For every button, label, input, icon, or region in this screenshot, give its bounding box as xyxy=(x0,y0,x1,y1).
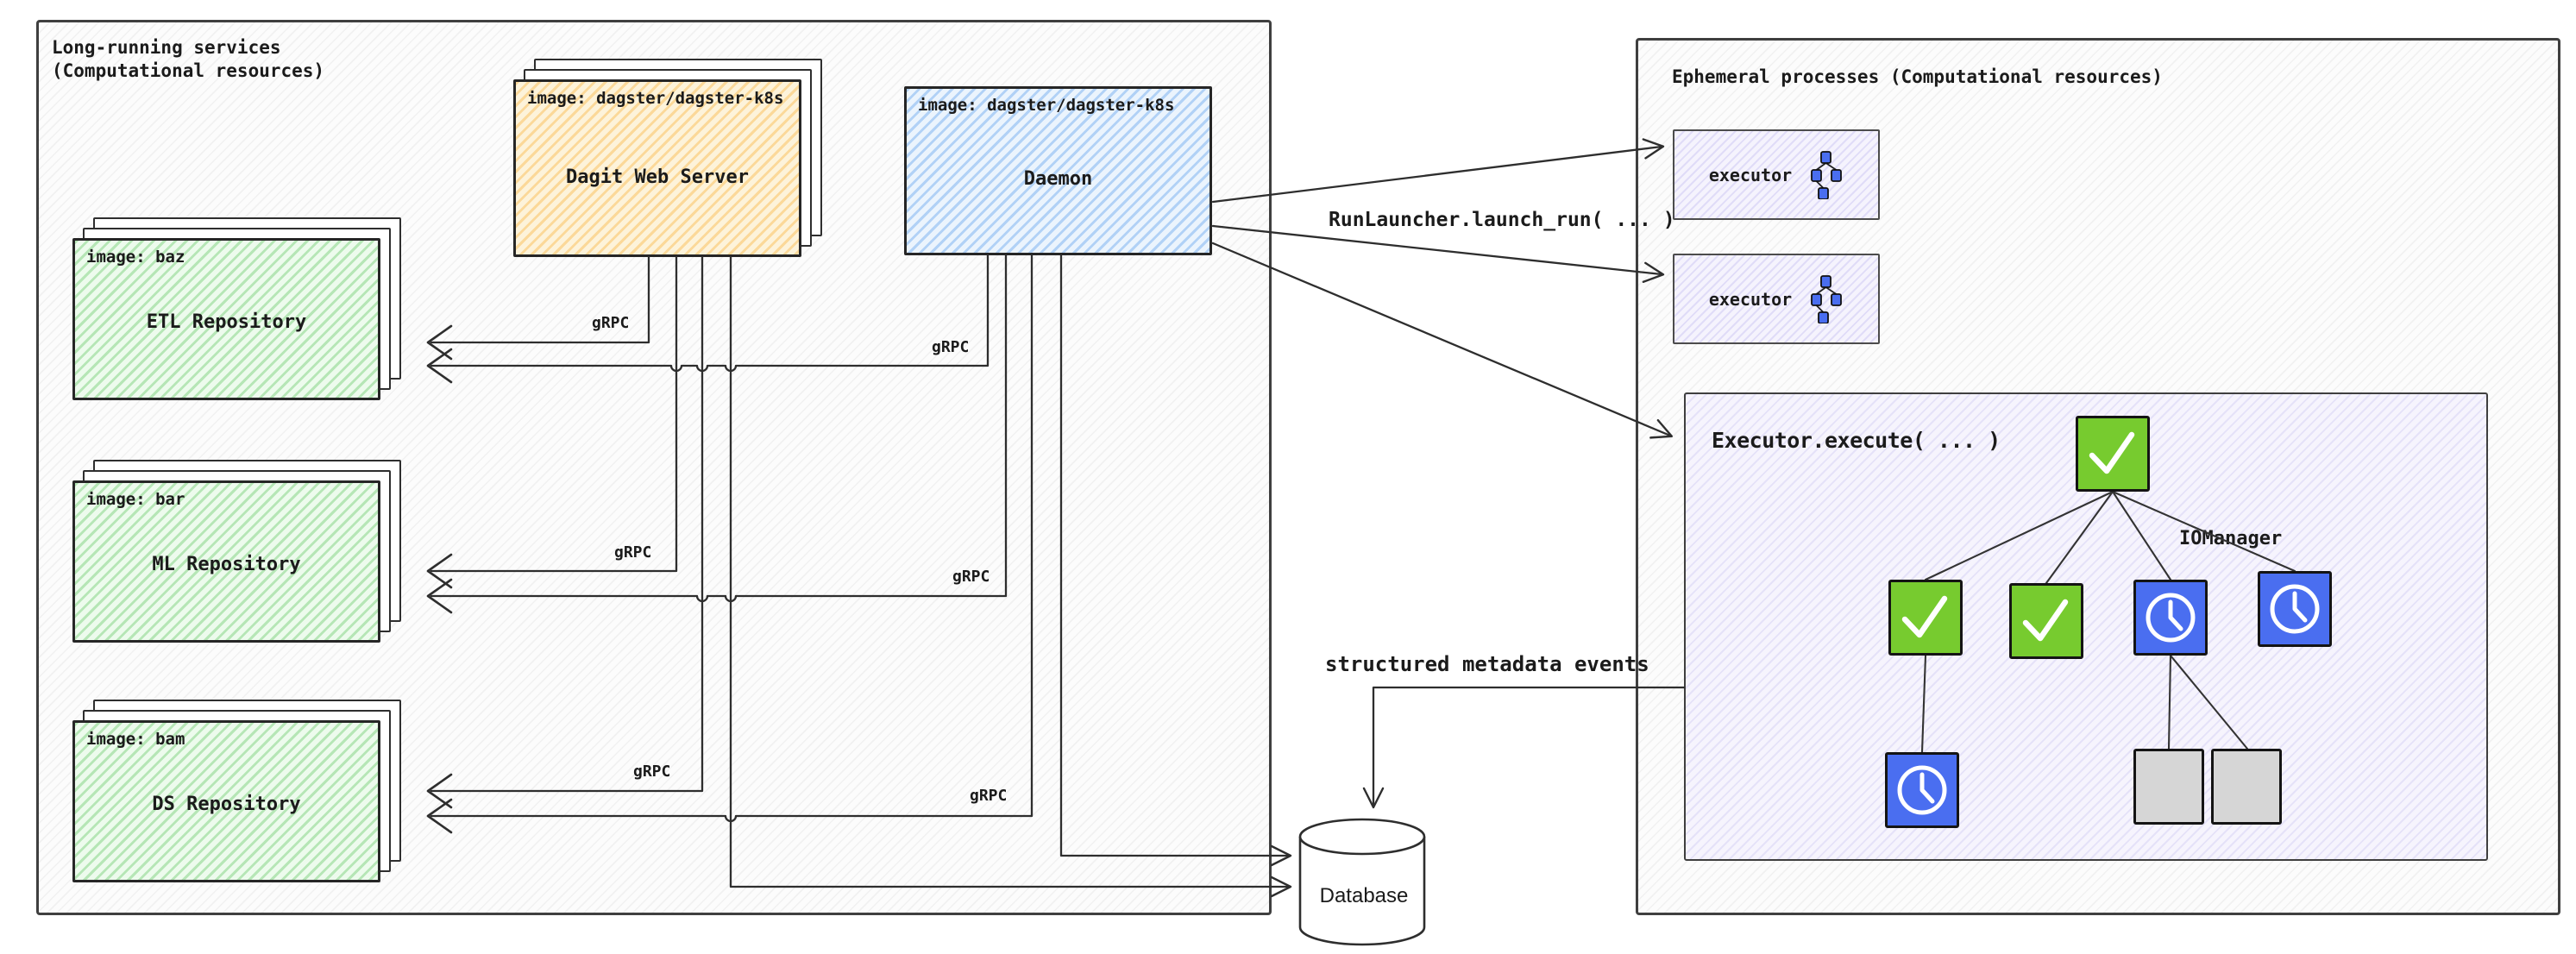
left-panel-title: Long-running services (Computational res… xyxy=(52,37,325,81)
step-node-waiting xyxy=(2133,580,2208,656)
ds-repository-box: image: bam DS Repository xyxy=(72,720,380,882)
grpc-wire-daemon-ml xyxy=(426,254,1008,614)
grpc-label: gRPC xyxy=(633,763,671,781)
ds-label: DS Repository xyxy=(152,794,301,815)
grpc-wire-dagit-ds xyxy=(426,255,704,809)
step-node-waiting xyxy=(1885,752,1959,828)
grpc-label: gRPC xyxy=(970,787,1008,805)
daemon-label: Daemon xyxy=(1023,168,1093,190)
step-node-waiting xyxy=(2258,571,2332,647)
tree-edge xyxy=(2167,654,2172,750)
clock-icon xyxy=(1897,765,1947,815)
ml-label: ML Repository xyxy=(152,554,301,575)
grpc-wire-daemon-etl xyxy=(426,254,990,384)
check-icon xyxy=(2022,599,2069,642)
etl-repository-box: image: baz ETL Repository xyxy=(72,238,380,400)
daemon-image-header: image: dagster/dagster-k8s xyxy=(918,96,1175,115)
step-node-success xyxy=(2009,583,2083,659)
check-icon xyxy=(1901,595,1948,638)
executor-execute-title: Executor.execute( ... ) xyxy=(1712,428,2001,453)
db-wire-dagit xyxy=(729,255,1292,898)
tree-edge xyxy=(1924,490,2114,581)
grpc-label: gRPC xyxy=(932,338,970,356)
iomanager-label: IOManager xyxy=(2179,528,2283,549)
clock-icon xyxy=(2146,593,2196,643)
launch-run-arrow-1 xyxy=(1211,138,1665,204)
metadata-events-wire xyxy=(1362,686,1686,809)
step-node-pending xyxy=(2133,749,2204,825)
grpc-label: gRPC xyxy=(952,568,990,586)
daemon-box: image: dagster/dagster-k8s Daemon xyxy=(904,86,1212,255)
tree-edge xyxy=(2111,490,2172,581)
executor-2-label: executor xyxy=(1708,288,1793,310)
ml-image-header: image: bar xyxy=(86,490,185,509)
tree-edge xyxy=(2111,490,2296,573)
grpc-wire-dagit-ml xyxy=(426,255,678,589)
tree-edge xyxy=(2169,654,2249,750)
tree-edge xyxy=(1920,654,1927,754)
check-icon xyxy=(2089,431,2135,474)
launch-run-arrow-2 xyxy=(1211,224,1665,283)
executor-1-label: executor xyxy=(1708,164,1793,185)
database-cylinder xyxy=(1298,818,1426,946)
dagit-image-header: image: dagster/dagster-k8s xyxy=(527,89,784,108)
metadata-events-label: structured metadata events xyxy=(1325,652,1649,676)
grpc-wire-dagit-etl xyxy=(426,255,650,361)
dagit-label: Dagit Web Server xyxy=(566,166,749,188)
ds-image-header: image: bam xyxy=(86,730,185,749)
grpc-wire-daemon-ds xyxy=(426,254,1034,834)
etl-image-header: image: baz xyxy=(86,248,185,267)
run-launcher-label: RunLauncher.launch_run( ... ) xyxy=(1329,209,1675,231)
launch-run-arrow-3 xyxy=(1211,242,1674,439)
step-node-success xyxy=(1888,580,1963,656)
step-node-success xyxy=(2076,416,2150,492)
executor-box-1: executor xyxy=(1673,129,1880,220)
etl-label: ETL Repository xyxy=(146,311,307,333)
step-node-pending xyxy=(2211,749,2282,825)
dag-icon xyxy=(1811,150,1843,199)
dagit-web-server-box: image: dagster/dagster-k8s Dagit Web Ser… xyxy=(513,79,801,257)
clock-icon xyxy=(2270,584,2320,634)
database-label: Database xyxy=(1319,884,1409,907)
grpc-label: gRPC xyxy=(592,314,630,332)
right-panel-title: Ephemeral processes (Computational resou… xyxy=(1672,66,2163,87)
ml-repository-box: image: bar ML Repository xyxy=(72,480,380,643)
db-wire-daemon xyxy=(1059,254,1292,867)
tree-edge xyxy=(2045,490,2114,585)
executor-box-2: executor xyxy=(1673,254,1880,344)
dag-icon xyxy=(1811,274,1843,323)
grpc-label: gRPC xyxy=(614,543,652,562)
